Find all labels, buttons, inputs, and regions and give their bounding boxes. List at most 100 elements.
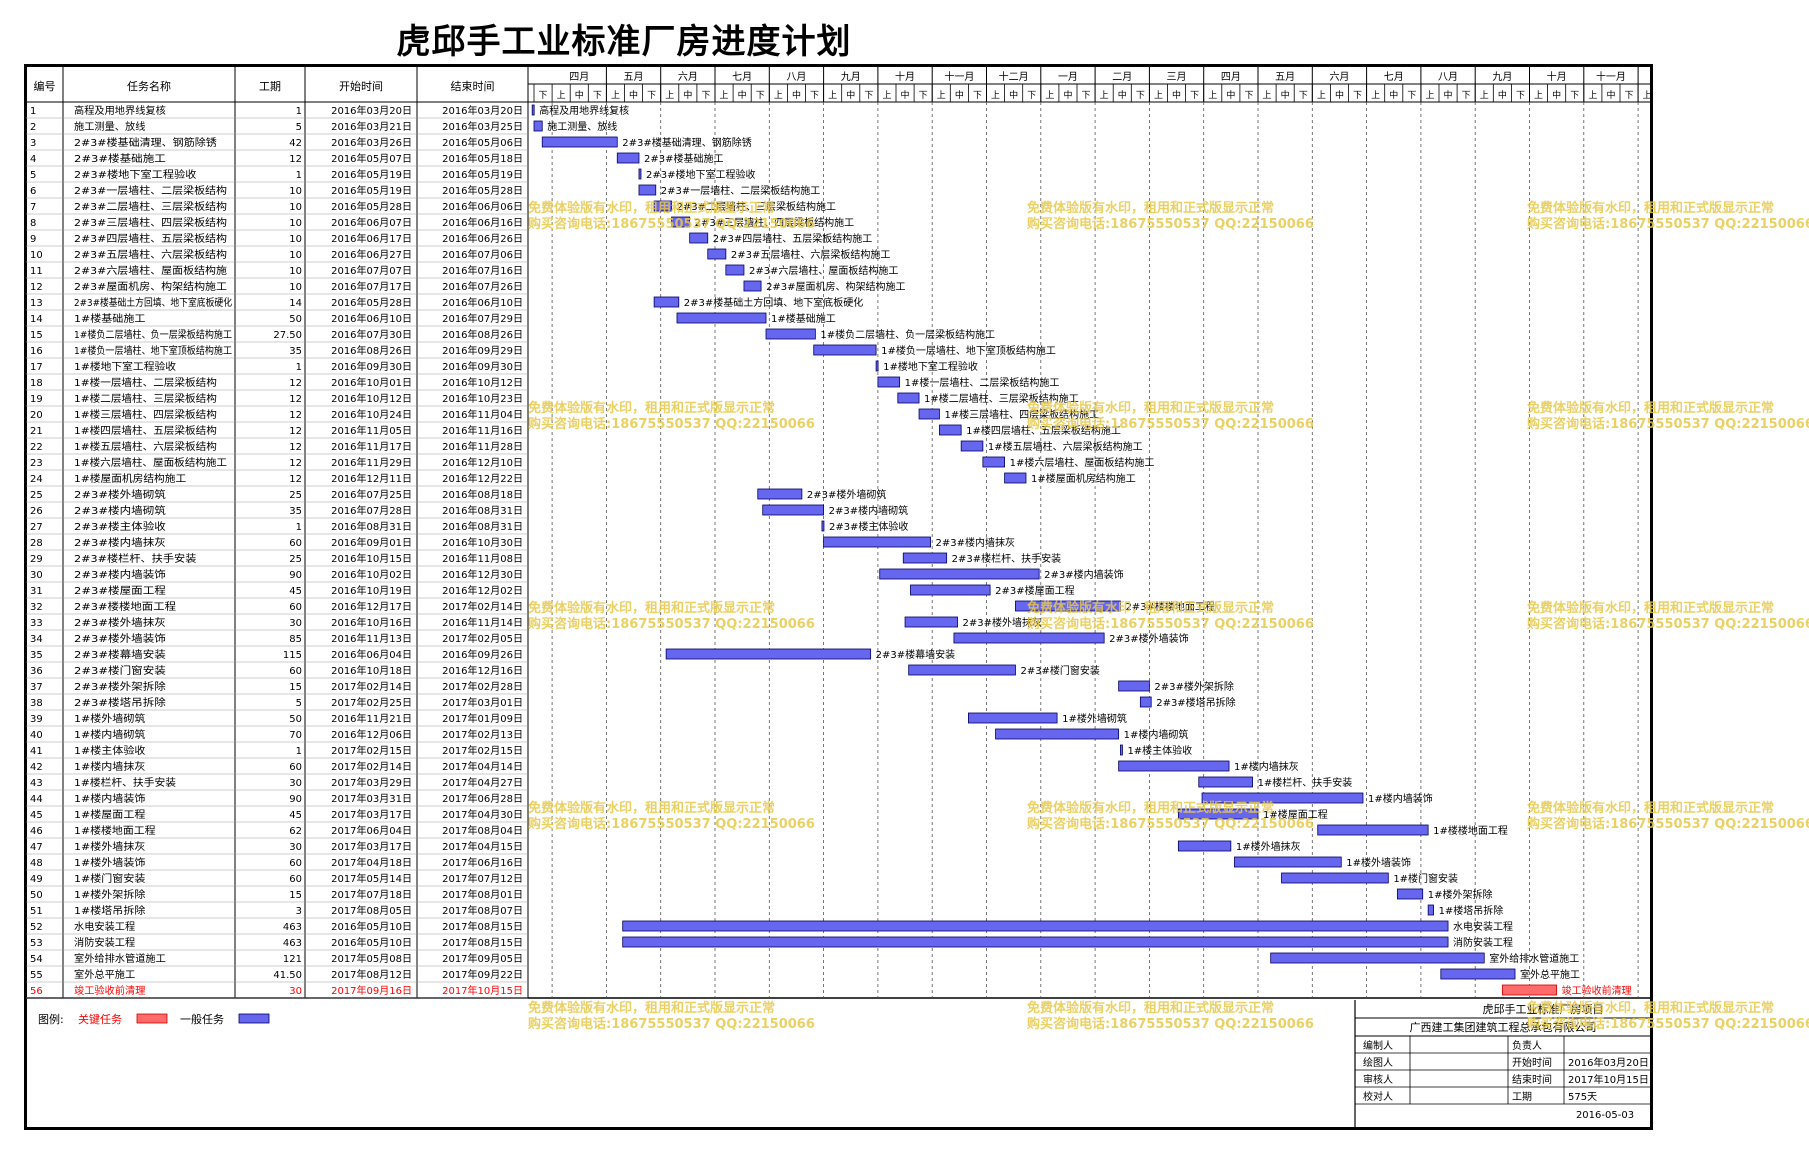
task-duration: 45 <box>289 586 302 597</box>
task-start: 2016年06月17日 <box>331 232 412 245</box>
task-duration: 41.50 <box>273 970 302 981</box>
decade-label: 中 <box>901 89 910 101</box>
task-start: 2016年07月07日 <box>331 264 412 277</box>
task-name: 1#楼地下室工程验收 <box>74 360 176 373</box>
task-end: 2016年03月25日 <box>442 120 523 133</box>
task-bar-label: 水电安装工程 <box>1453 920 1513 933</box>
task-bar-label: 1#楼外墙砌筑 <box>1062 712 1127 725</box>
month-label: 一月 <box>1058 71 1078 83</box>
decade-label: 上 <box>1534 90 1543 101</box>
task-start: 2016年10月12日 <box>331 392 412 405</box>
task-name: 1#楼外墙装饰 <box>74 856 145 869</box>
task-bar <box>1281 872 1389 884</box>
task-bar-label: 室外给排水管道施工 <box>1489 952 1579 965</box>
task-end: 2016年07月06日 <box>442 248 523 261</box>
task-bar <box>638 168 642 180</box>
task-bar-label: 消防安装工程 <box>1453 936 1513 949</box>
task-end: 2017年02月15日 <box>442 744 523 757</box>
task-id: 56 <box>30 986 43 997</box>
task-duration: 12 <box>289 378 302 389</box>
task-bar-label: 2#3#楼外墙装饰 <box>1109 632 1188 645</box>
task-start: 2016年10月02日 <box>331 568 412 581</box>
task-bar <box>918 408 940 420</box>
decade-label: 下 <box>701 91 710 101</box>
task-bar-label: 1#楼主体验收 <box>1127 744 1192 757</box>
task-name: 2#3#楼主体验收 <box>74 520 166 533</box>
task-bar-label: 1#楼四层墙柱、五层梁板结构施工 <box>966 424 1121 437</box>
header-id: 编号 <box>34 79 56 93</box>
month-label: 六月 <box>678 71 698 83</box>
footer-cell: 开始时间 <box>1512 1056 1552 1069</box>
task-id: 16 <box>30 346 43 357</box>
task-bar-label: 2#3#楼地下室工程验收 <box>646 168 755 181</box>
task-duration: 12 <box>289 474 302 485</box>
legend-critical-text: 关键任务 <box>78 1012 122 1026</box>
task-bar-label: 1#楼外墙装饰 <box>1346 856 1411 869</box>
task-name: 1#楼屋面机房结构施工 <box>74 472 186 485</box>
task-bar <box>531 104 535 116</box>
task-start: 2017年04月18日 <box>331 856 412 869</box>
task-end: 2016年09月26日 <box>442 648 523 661</box>
task-start: 2017年02月25日 <box>331 696 412 709</box>
task-name: 1#楼外墙砌筑 <box>74 712 145 725</box>
task-bar <box>1004 472 1027 484</box>
watermark-line: 免费体验版有水印，租用和正式版显示正常 <box>1527 200 1774 216</box>
decade-label: 下 <box>539 91 548 101</box>
task-end: 2016年06月10日 <box>442 296 523 309</box>
task-bar-label: 1#楼内墙砌筑 <box>1124 728 1189 741</box>
task-bar <box>821 520 825 532</box>
task-bar-label: 1#楼外墙抹灰 <box>1236 840 1301 853</box>
task-name: 1#楼三层墙柱、四层梁板结构 <box>74 408 217 421</box>
task-end: 2016年09月29日 <box>442 344 523 357</box>
task-id: 55 <box>30 970 43 981</box>
decade-label: 上 <box>882 90 891 101</box>
task-end: 2016年07月26日 <box>442 280 523 293</box>
decade-label: 中 <box>1172 89 1181 101</box>
page-title: 虎邱手工业标准厂房进度计划 <box>396 22 852 62</box>
task-start: 2016年10月15日 <box>331 552 412 565</box>
task-start: 2017年03月31日 <box>331 792 412 805</box>
task-end: 2016年12月02日 <box>442 584 523 597</box>
task-end: 2017年04月14日 <box>442 760 523 773</box>
task-start: 2016年05月19日 <box>331 168 412 181</box>
footer-cell: 结束时间 <box>1512 1073 1552 1086</box>
task-end: 2016年11月04日 <box>442 408 523 421</box>
task-name: 1#楼内墙装饰 <box>74 792 145 805</box>
task-id: 9 <box>30 234 36 245</box>
task-id: 12 <box>30 282 43 293</box>
decade-label: 中 <box>1063 89 1072 101</box>
task-start: 2016年09月30日 <box>331 360 412 373</box>
task-duration: 1 <box>296 106 302 117</box>
watermark-line: 购买咨询电话:18675550537 QQ:22150066 <box>1027 416 1314 432</box>
task-start: 2016年05月10日 <box>331 936 412 949</box>
task-id: 30 <box>30 570 43 581</box>
task-name: 消防安装工程 <box>74 936 135 949</box>
task-duration: 35 <box>289 346 302 357</box>
task-bar <box>1139 696 1152 708</box>
task-end: 2016年11月08日 <box>442 552 523 565</box>
task-bar <box>1201 792 1364 804</box>
task-id: 27 <box>30 522 43 533</box>
task-start: 2016年09月01日 <box>331 536 412 549</box>
task-bar-label: 1#楼栏杆、扶手安装 <box>1258 776 1353 789</box>
task-end: 2016年08月31日 <box>442 520 523 533</box>
task-end: 2017年02月28日 <box>442 680 523 693</box>
task-id: 48 <box>30 858 43 869</box>
task-duration: 12 <box>289 394 302 405</box>
task-duration: 12 <box>289 458 302 469</box>
task-name: 水电安装工程 <box>74 920 135 933</box>
task-start: 2016年05月19日 <box>331 184 412 197</box>
task-start: 2017年08月12日 <box>331 968 412 981</box>
task-bar <box>1118 680 1150 692</box>
watermark-line: 购买咨询电话:18675550537 QQ:22150066 <box>1527 416 1809 432</box>
task-duration: 50 <box>289 714 302 725</box>
task-bar <box>877 376 901 388</box>
decade-label: 中 <box>738 89 747 101</box>
task-end: 2017年08月01日 <box>442 888 523 901</box>
task-bar <box>1177 840 1232 852</box>
task-bar <box>665 648 872 660</box>
task-start: 2016年06月27日 <box>331 248 412 261</box>
decade-label: 中 <box>1118 89 1127 101</box>
task-bar-label: 1#楼塔吊拆除 <box>1439 904 1504 917</box>
